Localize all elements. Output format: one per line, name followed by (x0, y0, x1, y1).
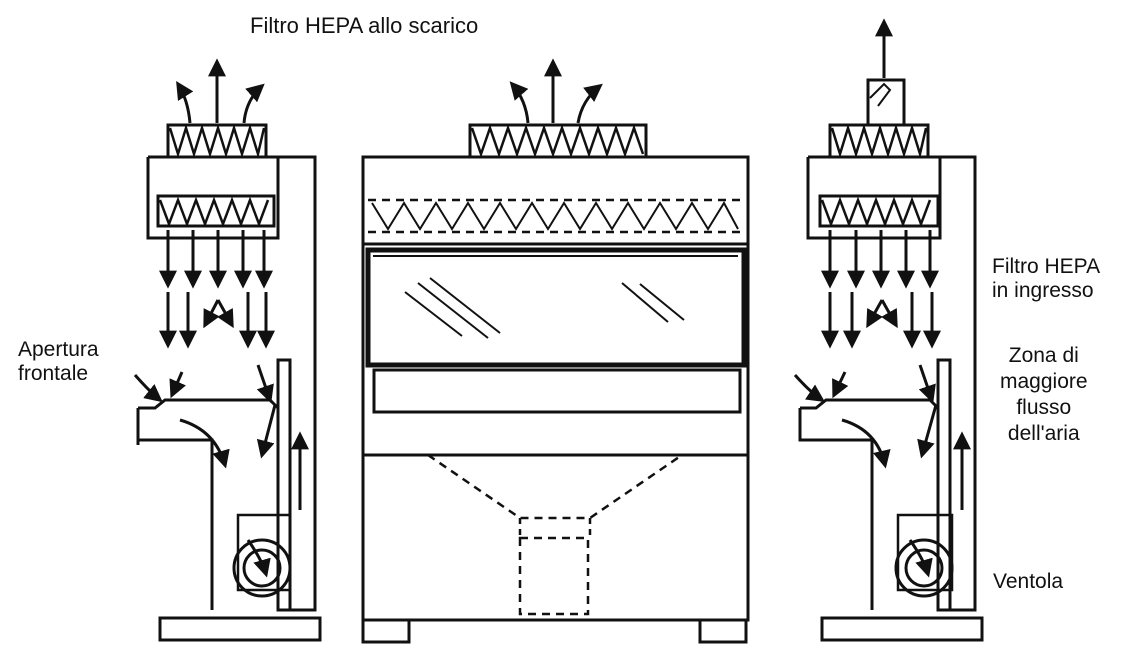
right-fan (894, 538, 954, 598)
right-cabinet-side-view (793, 18, 984, 642)
center-duct (518, 536, 590, 616)
label-fan: Ventola (993, 570, 1064, 593)
label-airflow-zone: Zona di maggiore flusso dell'aria (1000, 343, 1088, 447)
center-cabinet-front-view (361, 58, 750, 644)
right-cabinet-body (806, 155, 977, 612)
right-fan-housing (896, 513, 954, 592)
left-cabinet-body (146, 155, 317, 612)
label-airflow-zone-line2: maggiore (1000, 370, 1088, 393)
label-front-opening-line2: frontale (18, 362, 89, 385)
left-supply-filter (156, 194, 276, 228)
label-supply-filter: Filtro HEPA in ingresso (992, 255, 1100, 303)
label-airflow-zone-line3: flusso (1016, 396, 1072, 419)
left-fan (232, 538, 292, 598)
center-sash-window (365, 247, 747, 368)
left-fan-housing (236, 513, 292, 592)
label-supply-filter-line1: Filtro HEPA (992, 255, 1101, 278)
label-exhaust-filter: Filtro HEPA allo scarico (250, 13, 479, 38)
label-supply-filter-line2: in ingresso (992, 279, 1094, 302)
center-cabinet-body (361, 155, 750, 622)
label-front-opening: Apertura frontale (18, 338, 99, 386)
label-airflow-zone-line4: dell'aria (1007, 422, 1080, 445)
label-front-opening-line1: Apertura (18, 338, 99, 361)
label-airflow-zone-line1: Zona di (1008, 344, 1079, 367)
left-cabinet-side-view (133, 58, 322, 642)
